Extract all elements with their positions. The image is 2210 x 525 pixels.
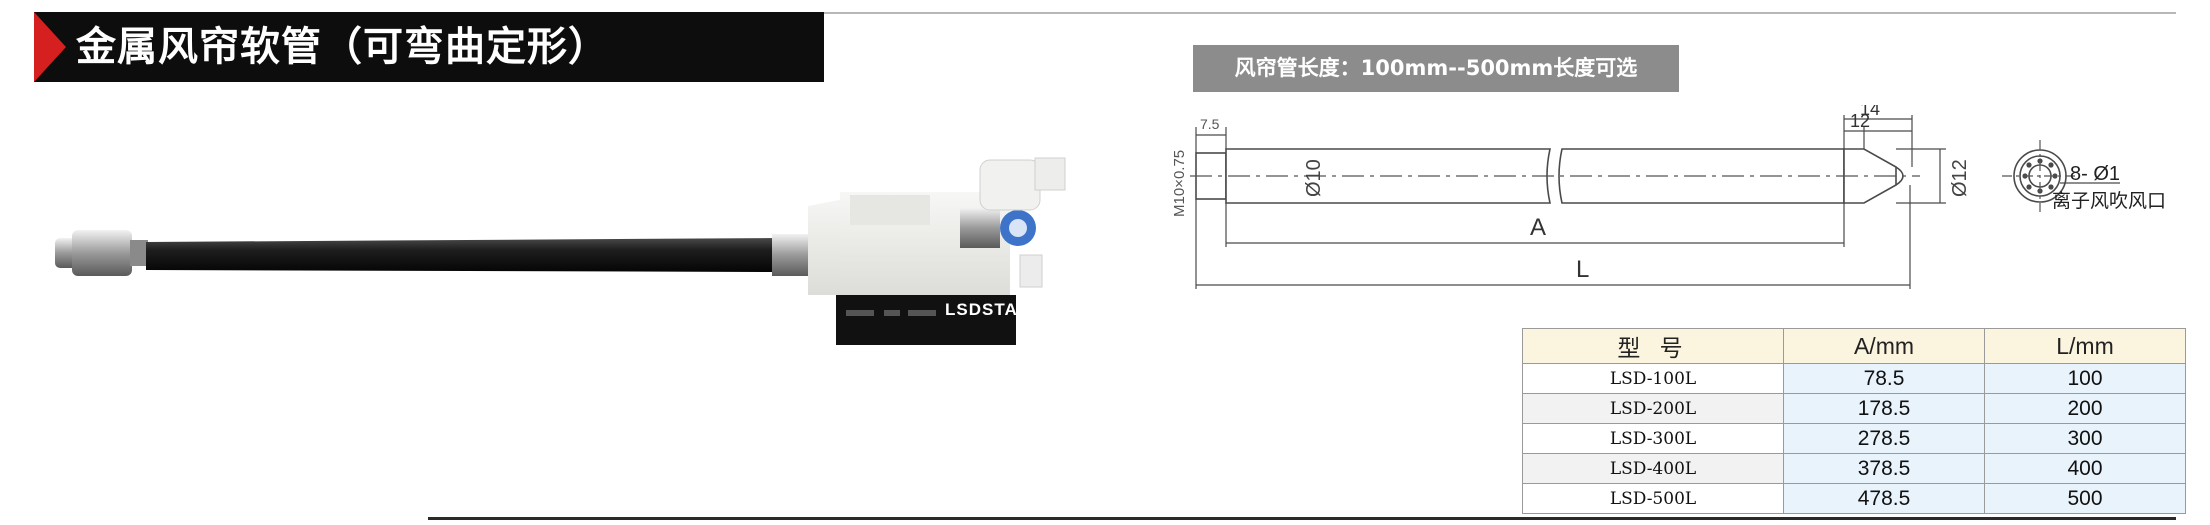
cell-model: LSD-200L — [1522, 393, 1784, 424]
table-row: LSD-500L 478.5 500 — [1522, 483, 2186, 514]
top-divider — [824, 12, 2176, 14]
cell-model: LSD-400L — [1522, 453, 1784, 484]
dim-l-label: L — [1576, 256, 1589, 283]
dim-phi12: Ø12 — [1949, 159, 1971, 197]
title-bar — [34, 12, 824, 82]
holes-label: 8- Ø1 — [2070, 163, 2120, 185]
table-row: LSD-400L 378.5 400 — [1522, 453, 2186, 484]
dim-a-label: A — [1530, 214, 1546, 241]
brand-label: LSDSTAR — [945, 300, 1032, 319]
table-row: LSD-200L 178.5 200 — [1522, 393, 2186, 424]
dim-12: 12 — [1850, 111, 1870, 131]
cell-l: 500 — [1984, 483, 2186, 514]
dim-phi10: Ø10 — [1303, 159, 1325, 197]
spec-table: 型 号 A/mm L/mm LSD-100L 78.5 100 LSD-200L… — [1522, 328, 2186, 514]
dim-14: 14 — [1860, 105, 1880, 119]
header-l: L/mm — [1984, 328, 2186, 364]
cell-a: 278.5 — [1783, 423, 1985, 454]
outlet-label: 离子风吹风口 — [2052, 190, 2166, 212]
dimension-drawing: M10×0.75 7.5 Ø10 14 12 Ø12 A L 8- Ø1 离子风… — [1171, 105, 2166, 289]
title-arrow-icon — [34, 12, 66, 82]
cell-model: LSD-500L — [1522, 483, 1784, 514]
bottom-divider — [428, 517, 2176, 520]
header-model: 型 号 — [1522, 328, 1784, 364]
header-a: A/mm — [1783, 328, 1985, 364]
cell-l: 400 — [1984, 453, 2186, 484]
cell-a: 178.5 — [1783, 393, 1985, 424]
table-row: LSD-300L 278.5 300 — [1522, 423, 2186, 454]
table-header-row: 型 号 A/mm L/mm — [1522, 328, 2186, 364]
table-row: LSD-100L 78.5 100 — [1522, 363, 2186, 394]
product-photo — [55, 157, 1066, 345]
cell-l: 100 — [1984, 363, 2186, 394]
length-note: 风帘管长度：100mm--500mm长度可选 — [1193, 45, 1679, 92]
dim-7-5: 7.5 — [1200, 116, 1220, 132]
cell-a: 378.5 — [1783, 453, 1985, 484]
cell-a: 78.5 — [1783, 363, 1985, 394]
cell-model: LSD-300L — [1522, 423, 1784, 454]
cell-model: LSD-100L — [1522, 363, 1784, 394]
cell-l: 300 — [1984, 423, 2186, 454]
cell-a: 478.5 — [1783, 483, 1985, 514]
thread-label: M10×0.75 — [1171, 150, 1188, 217]
page-title: 金属风帘软管（可弯曲定形） — [76, 24, 609, 70]
cell-l: 200 — [1984, 393, 2186, 424]
